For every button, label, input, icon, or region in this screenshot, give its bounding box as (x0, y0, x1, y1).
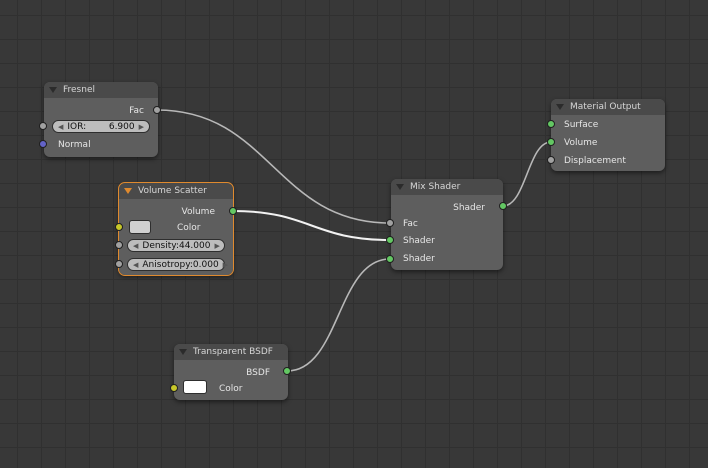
increment-arrow-icon[interactable]: ▶ (222, 260, 229, 269)
material-output-input-volume-label: Volume (564, 138, 598, 148)
transparent-bsdf-node-title: Transparent BSDF (193, 347, 273, 357)
fresnel-node[interactable]: Fresnel Fac ◀ IOR: 6.900 ▶ Normal (39, 82, 161, 157)
link-fresnel-fac-to-mix-fac[interactable] (156, 109, 391, 224)
transparent-bsdf-color-swatch[interactable] (183, 380, 207, 394)
collapse-triangle-icon[interactable] (556, 104, 564, 110)
material-output-node-header[interactable]: Material Output (551, 99, 665, 115)
link-scatter-volume-to-mix-shader[interactable] (232, 210, 391, 241)
volume-scatter-density-field[interactable]: ◀ Density: 44.000 ▶ (127, 239, 225, 252)
material-output-node-title: Material Output (570, 102, 641, 112)
volume-scatter-volume-output-socket[interactable] (229, 207, 237, 215)
transparent-bsdf-color-input-socket[interactable] (170, 384, 178, 392)
fresnel-input-normal-label: Normal (58, 140, 91, 150)
collapse-triangle-icon[interactable] (49, 87, 57, 93)
material-output-input-displacement-label: Displacement (564, 156, 626, 166)
volume-scatter-anisotropy-field[interactable]: ◀ Anisotropy: 0.000 ▶ (127, 258, 229, 271)
decrement-arrow-icon[interactable]: ◀ (58, 122, 64, 131)
fresnel-normal-input-socket[interactable] (39, 140, 47, 148)
transparent-bsdf-bsdf-output-socket[interactable] (283, 367, 291, 375)
volume-scatter-node-title: Volume Scatter (138, 186, 207, 196)
material-output-surface-input-socket[interactable] (547, 120, 555, 128)
transparent-bsdf-node-header[interactable]: Transparent BSDF (174, 344, 288, 360)
mix-shader-shader-output-socket[interactable] (499, 202, 507, 210)
material-output-input-surface-label: Surface (564, 120, 599, 130)
volume-scatter-color-input-socket[interactable] (115, 223, 123, 231)
volume-scatter-density-input-socket[interactable] (115, 241, 123, 249)
volume-scatter-anisotropy-label: Anisotropy: (142, 259, 193, 270)
transparent-bsdf-output-bsdf-label: BSDF (246, 368, 270, 378)
volume-scatter-output-volume-label: Volume (181, 207, 215, 217)
mix-shader-shader2-input-socket[interactable] (386, 255, 394, 263)
mix-shader-shader1-input-socket[interactable] (386, 236, 394, 244)
mix-shader-input-fac-label: Fac (403, 219, 418, 229)
fresnel-output-fac-label: Fac (129, 106, 144, 116)
material-output-displacement-input-socket[interactable] (547, 156, 555, 164)
volume-scatter-node[interactable]: Volume Scatter Volume Color ◀ Density: 4… (115, 182, 237, 276)
collapse-triangle-icon[interactable] (124, 188, 132, 194)
decrement-arrow-icon[interactable]: ◀ (133, 260, 139, 269)
decrement-arrow-icon[interactable]: ◀ (133, 241, 139, 250)
volume-scatter-density-value: 44.000 (178, 240, 211, 251)
volume-scatter-density-label: Density: (142, 240, 179, 251)
link-mix-shader-to-output-volume[interactable] (502, 141, 552, 207)
increment-arrow-icon[interactable]: ▶ (214, 241, 220, 250)
link-transparent-bsdf-to-mix-shader[interactable] (286, 258, 391, 372)
fresnel-fac-output-socket[interactable] (153, 106, 161, 114)
mix-shader-node[interactable]: Mix Shader Shader Fac Shader Shader (386, 179, 507, 270)
fresnel-ior-value: 6.900 (108, 121, 135, 132)
volume-scatter-anisotropy-input-socket[interactable] (115, 260, 123, 268)
volume-scatter-node-header[interactable]: Volume Scatter (119, 183, 233, 199)
increment-arrow-icon[interactable]: ▶ (138, 122, 144, 131)
material-output-node[interactable]: Material Output Surface Volume Displacem… (547, 99, 665, 171)
fresnel-node-header[interactable]: Fresnel (44, 82, 158, 98)
mix-shader-node-header[interactable]: Mix Shader (391, 179, 503, 195)
collapse-triangle-icon[interactable] (179, 349, 187, 355)
mix-shader-input-shader2-label: Shader (403, 254, 435, 264)
volume-scatter-color-swatch[interactable] (129, 220, 151, 234)
volume-scatter-input-color-label: Color (177, 223, 201, 233)
mix-shader-output-shader-label: Shader (453, 203, 485, 213)
material-output-volume-input-socket[interactable] (547, 138, 555, 146)
mix-shader-node-title: Mix Shader (410, 182, 461, 192)
collapse-triangle-icon[interactable] (396, 184, 404, 190)
transparent-bsdf-node[interactable]: Transparent BSDF BSDF Color (170, 344, 291, 400)
fresnel-ior-field[interactable]: ◀ IOR: 6.900 ▶ (52, 120, 150, 133)
fresnel-ior-input-socket[interactable] (39, 122, 47, 130)
mix-shader-input-shader1-label: Shader (403, 236, 435, 246)
volume-scatter-anisotropy-value: 0.000 (192, 259, 219, 270)
mix-shader-fac-input-socket[interactable] (386, 219, 394, 227)
transparent-bsdf-input-color-label: Color (219, 384, 243, 394)
fresnel-ior-label: IOR: (67, 121, 87, 132)
fresnel-node-title: Fresnel (63, 85, 95, 95)
